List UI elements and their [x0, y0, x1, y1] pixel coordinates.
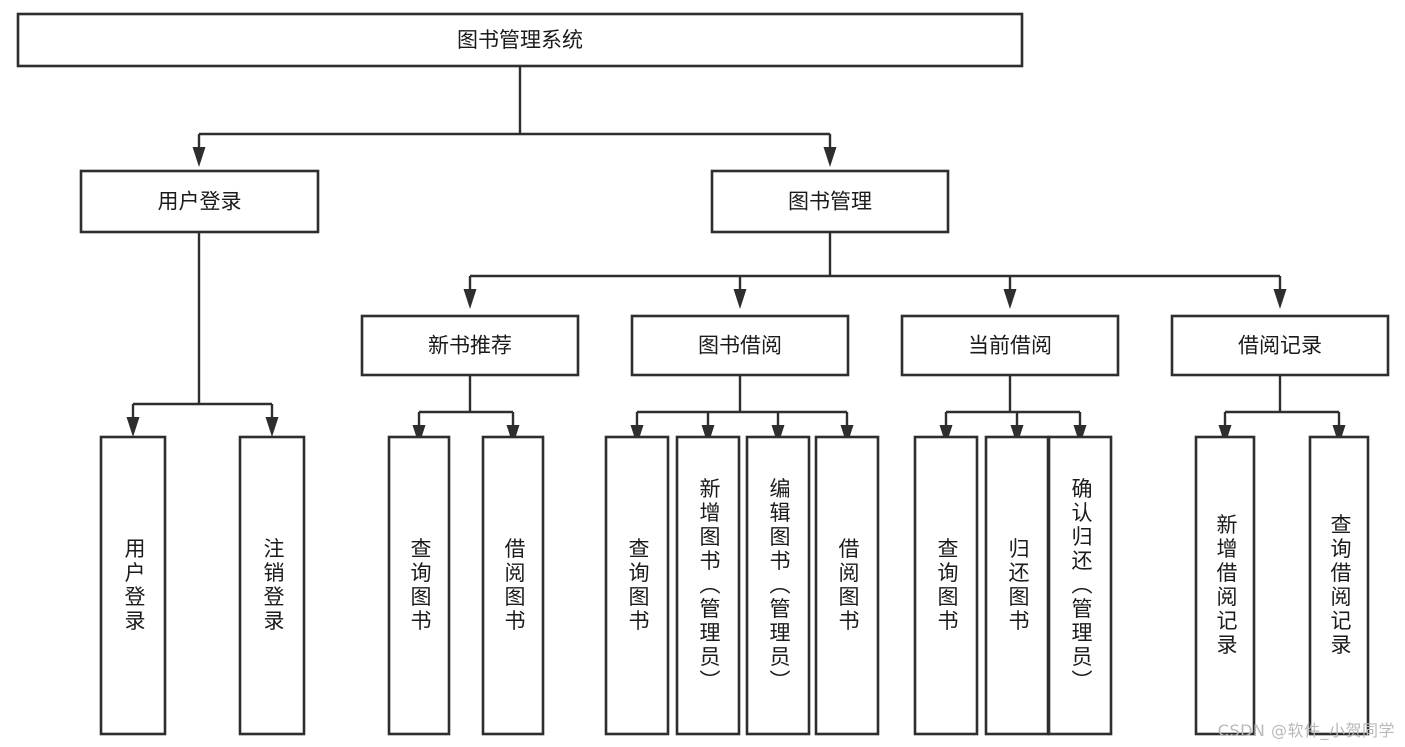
leaf-node-leaf-query-borrow-record[interactable]: 查询借阅记录	[1308, 435, 1370, 736]
edge-group-user-login-trunk	[126, 232, 279, 437]
arrow-head-icon	[463, 289, 477, 309]
node-label: 借阅图书	[836, 538, 860, 634]
node-label: 图书借阅	[698, 334, 782, 358]
arrow-head-icon	[701, 425, 715, 445]
arrow-head-icon	[1218, 425, 1232, 445]
node-label: 图书管理系统	[457, 28, 583, 52]
arrow-head-icon	[733, 289, 747, 309]
leaf-node-leaf-user-login[interactable]: 用户登录	[99, 435, 167, 736]
node-label: 确认归还（管理员）	[1069, 478, 1093, 694]
leaf-node-leaf-query-book-borrow[interactable]: 查询图书	[604, 435, 670, 736]
arrow-head-icon	[265, 417, 279, 437]
node-label: 图书管理	[788, 190, 872, 214]
arrow-head-icon	[412, 425, 426, 445]
leaf-node-leaf-logout-login[interactable]: 注销登录	[238, 435, 306, 736]
edge-group-book-borrow-trunk	[630, 375, 854, 445]
arrow-head-icon	[823, 147, 837, 167]
arrow-head-icon	[771, 425, 785, 445]
node-label: 查询借阅记录	[1328, 514, 1352, 658]
leaf-node-leaf-borrow-book[interactable]: 借阅图书	[814, 435, 880, 736]
node-box[interactable]	[1170, 314, 1390, 377]
node-label: 查询图书	[626, 538, 650, 634]
leaf-node-leaf-edit-book-admin[interactable]: 编辑图书（管理员）	[745, 435, 811, 736]
edge-group-current-borrow-trunk	[939, 375, 1087, 445]
node-label: 新增借阅记录	[1214, 514, 1238, 658]
node-label: 借阅图书	[502, 538, 526, 634]
node-box[interactable]	[360, 314, 580, 377]
node-label: 编辑图书（管理员）	[767, 478, 791, 694]
node-label: 新书推荐	[428, 334, 512, 358]
arrow-head-icon	[939, 425, 953, 445]
node-box[interactable]	[630, 314, 850, 377]
level3-node-current-borrow[interactable]: 当前借阅	[900, 314, 1120, 377]
level3-node-borrow-record[interactable]: 借阅记录	[1170, 314, 1390, 377]
arrow-head-icon	[126, 417, 140, 437]
leaf-node-leaf-borrow-book-recommend[interactable]: 借阅图书	[481, 435, 545, 736]
arrow-head-icon	[1010, 425, 1024, 445]
node-box[interactable]	[675, 435, 741, 736]
node-box[interactable]	[710, 169, 950, 234]
node-box[interactable]	[1308, 435, 1370, 736]
edge-group-book-management-trunk	[463, 232, 1287, 309]
node-box[interactable]	[913, 435, 979, 736]
edge-group-root-trunk	[192, 66, 837, 167]
level2-node-user-login[interactable]: 用户登录	[79, 169, 320, 234]
leaf-node-leaf-return-book[interactable]: 归还图书	[984, 435, 1050, 736]
root-node[interactable]: 图书管理系统	[16, 12, 1024, 68]
node-box[interactable]	[481, 435, 545, 736]
node-label: 新增图书（管理员）	[697, 478, 721, 694]
node-label: 用户登录	[122, 538, 146, 634]
node-label: 用户登录	[158, 190, 242, 214]
node-box[interactable]	[984, 435, 1050, 736]
arrow-head-icon	[506, 425, 520, 445]
node-label: 注销登录	[261, 538, 285, 634]
arrow-head-icon	[630, 425, 644, 445]
arrow-head-icon	[1332, 425, 1346, 445]
node-label: 查询图书	[408, 538, 432, 634]
edge-group-new-book-trunk	[412, 375, 520, 445]
level3-node-book-borrow[interactable]: 图书借阅	[630, 314, 850, 377]
edges-layer	[126, 66, 1346, 445]
arrow-head-icon	[1003, 289, 1017, 309]
node-box[interactable]	[99, 435, 167, 736]
node-box[interactable]	[16, 12, 1024, 68]
arrow-head-icon	[192, 147, 206, 167]
node-label: 借阅记录	[1238, 334, 1322, 358]
node-box[interactable]	[745, 435, 811, 736]
node-label: 归还图书	[1006, 538, 1030, 634]
leaf-node-leaf-confirm-return-admin[interactable]: 确认归还（管理员）	[1047, 435, 1113, 736]
edge-group-borrow-record-trunk	[1218, 375, 1346, 445]
node-box[interactable]	[79, 169, 320, 234]
node-box[interactable]	[1194, 435, 1256, 736]
leaf-node-leaf-add-borrow-record[interactable]: 新增借阅记录	[1194, 435, 1256, 736]
node-box[interactable]	[814, 435, 880, 736]
level3-node-new-book-recommend[interactable]: 新书推荐	[360, 314, 580, 377]
arrow-head-icon	[840, 425, 854, 445]
nodes-layer: 图书管理系统用户登录图书管理新书推荐图书借阅当前借阅借阅记录用户登录注销登录查询…	[16, 12, 1390, 736]
node-box[interactable]	[387, 435, 451, 736]
node-box[interactable]	[604, 435, 670, 736]
watermark-text: CSDN @软件_小贺同学	[1217, 721, 1395, 740]
node-box[interactable]	[900, 314, 1120, 377]
node-label: 查询图书	[935, 538, 959, 634]
node-label: 当前借阅	[968, 334, 1052, 358]
node-box[interactable]	[238, 435, 306, 736]
arrow-head-icon	[1073, 425, 1087, 445]
leaf-node-leaf-query-book-recommend[interactable]: 查询图书	[387, 435, 451, 736]
leaf-node-leaf-query-book-current[interactable]: 查询图书	[913, 435, 979, 736]
leaf-node-leaf-add-book-admin[interactable]: 新增图书（管理员）	[675, 435, 741, 736]
node-box[interactable]	[1047, 435, 1113, 736]
level2-node-book-management[interactable]: 图书管理	[710, 169, 950, 234]
arrow-head-icon	[1273, 289, 1287, 309]
